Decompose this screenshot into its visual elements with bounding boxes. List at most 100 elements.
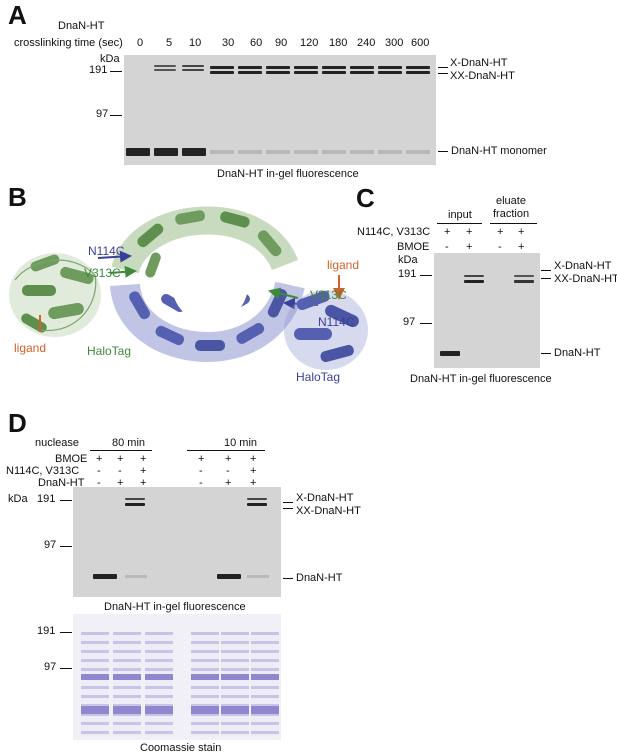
panel-d-10min-underline [187, 450, 265, 451]
panel-b-n114c-left: N114C [88, 244, 125, 258]
panel-d-caption: DnaN-HT in-gel fluorescence [104, 601, 246, 613]
sign: + [140, 477, 147, 489]
panel-a-marker-191: 191 [89, 64, 108, 76]
sign: + [497, 226, 504, 238]
panel-c-band-mono-label: DnaN-HT [554, 347, 601, 359]
panel-d-marker-97: 97 [44, 539, 57, 551]
panel-d-80min-underline [90, 450, 152, 451]
halotag-right-structure [284, 275, 368, 370]
sign: - [199, 465, 203, 477]
sign: - [445, 241, 449, 253]
time-label: 180 [329, 37, 348, 49]
panel-d-nuclease-label: nuclease [35, 437, 80, 449]
panel-a-band-xx-label: XX-DnaN-HT [450, 70, 515, 82]
time-label: 240 [357, 37, 376, 49]
sign: + [250, 453, 257, 465]
sign: + [140, 453, 147, 465]
panel-a-tick-191 [110, 71, 122, 72]
sign: + [250, 477, 257, 489]
panel-b-v313c-left: V313C [84, 266, 121, 280]
panel-b-halotag-left: HaloTag [87, 344, 132, 358]
panel-c-band-x-label: X-DnaN-HT [554, 260, 612, 272]
panel-d-letter: D [8, 408, 27, 438]
panel-c-kda-label: kDa [398, 254, 418, 266]
panel-d-cm-caption: Coomassie stain [140, 742, 222, 754]
halotag-left-structure [9, 253, 101, 337]
panel-b-halotag-right: HaloTag [296, 370, 341, 384]
panel-d-cm-marker-97: 97 [44, 661, 57, 673]
panel-d-gel [73, 487, 281, 597]
panel-d-cm-marker-191: 191 [37, 625, 56, 637]
panel-b-n114c-right: N114C [318, 315, 355, 329]
panel-c-row2-label: BMOE [397, 241, 430, 253]
panel-b-structure-figure [9, 206, 319, 362]
sign: + [225, 477, 232, 489]
panel-c-eluate-underline [490, 223, 537, 224]
sign: + [225, 453, 232, 465]
time-label: 120 [300, 37, 319, 49]
dnan-ring-green-half [111, 206, 299, 278]
panel-d-row2-label: N114C, V313C [6, 465, 80, 477]
sign: + [198, 453, 205, 465]
panel-b-v313c-right: V313C [310, 288, 347, 302]
panel-a-letter: A [8, 0, 27, 30]
panel-c-input-label: input [448, 209, 472, 221]
panel-c-fraction-label: fraction [493, 208, 530, 220]
panel-d-row3-label: DnaN-HT [38, 477, 85, 489]
dnan-ring-blue-half [110, 280, 305, 362]
panel-d-coomassie-gel [73, 614, 281, 740]
sign: - [97, 477, 101, 489]
sign: + [466, 226, 473, 238]
sign: - [226, 465, 230, 477]
panel-a-marker-97: 97 [96, 108, 109, 120]
panel-d-band-mono-label: DnaN-HT [296, 572, 343, 584]
sign: - [97, 465, 101, 477]
sign: + [96, 453, 103, 465]
panel-c-row1-label: N114C, V313C [357, 226, 431, 238]
time-label: 300 [385, 37, 404, 49]
panel-c-marker-191: 191 [398, 268, 417, 280]
panel-d-band-xx-label: XX-DnaN-HT [296, 505, 361, 517]
sign: - [498, 241, 502, 253]
panel-a-row2-label: crosslinking time (sec) [14, 37, 123, 49]
panel-a-caption: DnaN-HT in-gel fluorescence [217, 168, 359, 180]
panel-a-tick-97 [110, 115, 122, 116]
panel-d-kda-label: kDa [8, 493, 28, 505]
sign: + [466, 241, 473, 253]
panel-c-input-underline [437, 223, 482, 224]
time-label: 10 [189, 37, 202, 49]
panel-a-band-x-label: X-DnaN-HT [450, 57, 508, 69]
panel-a-gel [124, 55, 436, 165]
sign: + [250, 465, 257, 477]
time-label: 5 [166, 37, 173, 49]
sign: + [140, 465, 147, 477]
time-label: 90 [275, 37, 288, 49]
panel-b-ligand-left: ligand [14, 341, 47, 355]
panel-c-eluate-label: eluate [496, 195, 526, 207]
sign: + [518, 241, 525, 253]
panel-a-band-mono-label: DnaN-HT monomer [451, 145, 547, 157]
panel-b-letter: B [8, 182, 27, 212]
time-label: 0 [137, 37, 144, 49]
panel-d-10min-label: 10 min [224, 437, 258, 449]
panel-c-gel [434, 253, 540, 368]
time-label: 600 [411, 37, 430, 49]
panel-c-caption: DnaN-HT in-gel fluorescence [410, 373, 552, 385]
panel-d-marker-191: 191 [37, 493, 56, 505]
sign: + [444, 226, 451, 238]
sign: - [199, 477, 203, 489]
panel-a-row1-label: DnaN-HT [58, 20, 105, 32]
panel-c-marker-97: 97 [403, 316, 416, 328]
panel-d-80min-label: 80 min [112, 437, 146, 449]
panel-d-row1-label: BMOE [55, 453, 88, 465]
sign: + [117, 477, 124, 489]
sign: - [118, 465, 122, 477]
sign: + [117, 453, 124, 465]
panel-c-band-xx-label: XX-DnaN-HT [554, 273, 617, 285]
time-label: 60 [250, 37, 263, 49]
sign: + [518, 226, 525, 238]
panel-d-band-x-label: X-DnaN-HT [296, 492, 354, 504]
panel-b-ligand-right: ligand [327, 258, 360, 272]
time-label: 30 [222, 37, 235, 49]
panel-a-kda-label: kDa [100, 53, 120, 65]
